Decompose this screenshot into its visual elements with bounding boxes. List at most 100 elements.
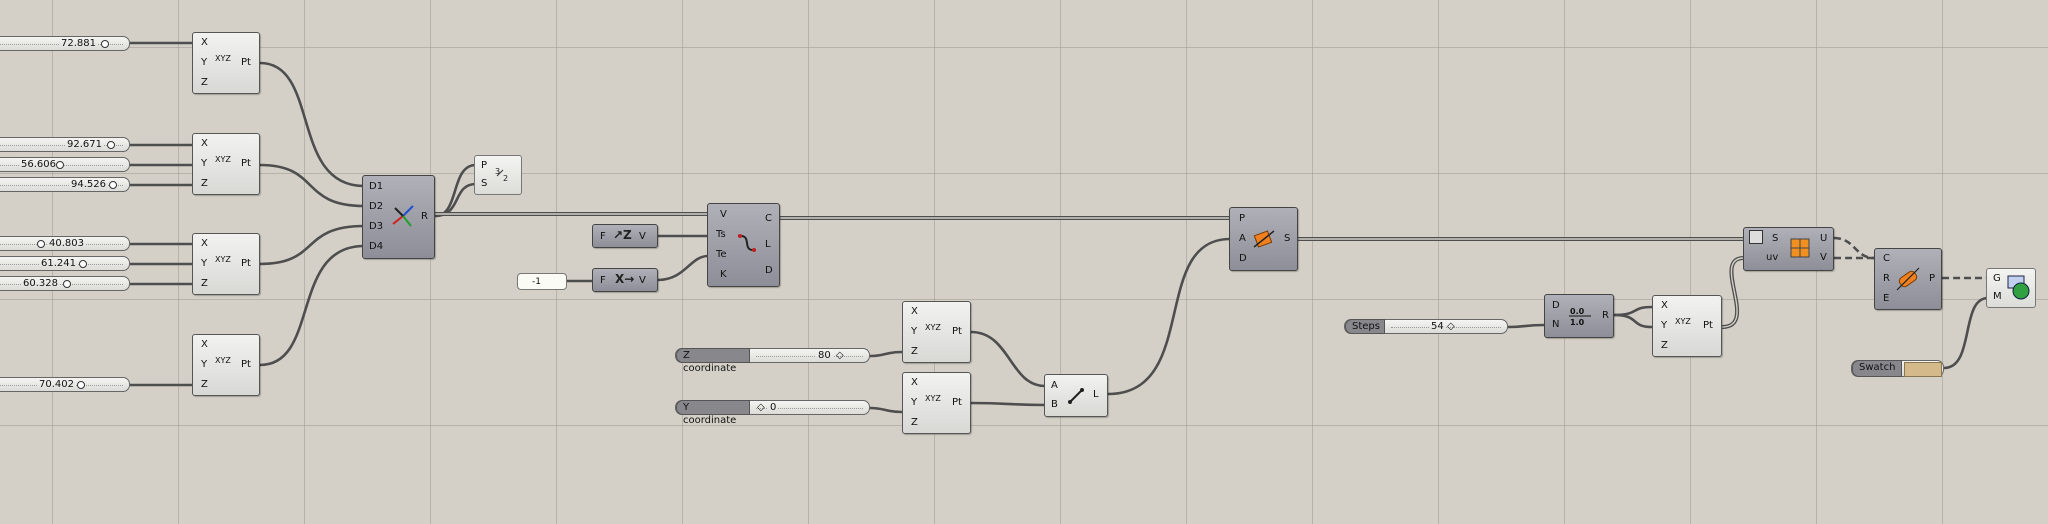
line-component[interactable]: A B L [1044,374,1108,417]
output-pt[interactable]: Pt [952,397,962,408]
output-r[interactable]: R [421,211,428,222]
construct-point-component[interactable]: X Y Z XYZ Pt [902,372,971,434]
input-y[interactable]: Y [201,158,208,169]
output-pt[interactable]: Pt [241,57,251,68]
output-pt[interactable]: Pt [241,359,251,370]
number-slider[interactable]: 56.606 [0,157,130,172]
output-pt[interactable]: Pt [241,258,251,269]
output-pt[interactable]: Pt [952,326,962,337]
slider-grip[interactable] [101,40,109,48]
input-p[interactable]: P [1239,213,1246,224]
extrude-component[interactable]: P A D S [1229,207,1298,271]
input-x[interactable]: X [201,37,208,48]
input-uv[interactable]: uv [1766,252,1779,263]
input-f[interactable]: F [600,275,606,286]
input-s[interactable]: S [1772,233,1779,244]
input-z[interactable]: Z [1661,340,1668,351]
swatch-color[interactable] [1904,362,1942,377]
output-pt[interactable]: Pt [241,158,251,169]
input-z[interactable]: Z [201,379,208,390]
input-x[interactable]: X [201,238,208,249]
slider-grip[interactable] [37,240,45,248]
input-x[interactable]: X [1661,300,1668,311]
input-m[interactable]: M [1993,291,2002,302]
frame-param-z[interactable]: F ↗Z V [592,224,658,248]
input-y[interactable]: Y [1661,320,1668,331]
slider-grip[interactable]: ◇ [757,402,765,413]
input-d2[interactable]: D2 [369,201,384,212]
input-y[interactable]: Y [911,326,918,337]
input-ts[interactable]: Ts [716,229,726,240]
input-x[interactable]: X [201,339,208,350]
construct-point-component[interactable]: X Y Z XYZ Pt [192,32,260,94]
steps-slider[interactable]: Steps 54 ◇ [1344,319,1508,334]
slider-grip[interactable]: ◇ [1447,321,1455,332]
input-z[interactable]: Z [201,178,208,189]
input-z[interactable]: Z [201,278,208,289]
output-v[interactable]: V [1820,252,1827,263]
output-d[interactable]: D [765,265,773,276]
interpolate-component[interactable]: D1 D2 D3 D4 R [362,175,435,259]
y-coordinate-slider[interactable]: Y coordinate ◇ 0 [675,400,870,426]
input-y[interactable]: Y [201,258,208,269]
construct-point-component[interactable]: X Y Z XYZ Pt [1652,295,1722,357]
input-d3[interactable]: D3 [369,221,384,232]
input-z[interactable]: Z [201,77,208,88]
number-slider[interactable]: 61.241 [0,256,130,271]
output-r[interactable]: R [1602,310,1609,321]
input-f[interactable]: F [600,231,606,242]
number-slider[interactable]: 40.803 [0,236,130,251]
input-b[interactable]: B [1051,399,1058,410]
input-y[interactable]: Y [201,359,208,370]
input-p[interactable]: P [481,160,488,171]
number-slider[interactable]: 72.881 [0,36,130,51]
input-d[interactable]: D [1239,253,1247,264]
point-list-param[interactable]: P S 3 2 [474,155,522,195]
number-slider[interactable]: 92.671 [0,137,130,152]
input-d[interactable]: D [1552,300,1560,311]
slider-grip[interactable]: ◇ [836,350,844,361]
number-slider[interactable]: 70.402 [0,377,130,392]
input-k[interactable]: K [720,269,727,280]
number-slider[interactable]: 94.526 [0,177,130,192]
divide-domain-component[interactable]: D N 0.0 1.0 R [1544,294,1614,338]
output-v[interactable]: V [639,275,646,286]
input-d1[interactable]: D1 [369,181,384,192]
frame-param-x[interactable]: F X→ V [592,268,658,292]
slider-grip[interactable] [107,141,115,149]
input-y[interactable]: Y [911,397,918,408]
output-pt[interactable]: Pt [1703,320,1713,331]
input-a[interactable]: A [1051,380,1058,391]
input-e[interactable]: E [1883,293,1890,304]
input-te[interactable]: Te [716,249,727,260]
number-slider[interactable]: 60.328 [0,276,130,291]
number-panel[interactable]: -1 [517,273,567,290]
input-x[interactable]: X [201,138,208,149]
input-g[interactable]: G [1993,273,2001,284]
input-v[interactable]: V [720,209,727,220]
output-v[interactable]: V [639,231,646,242]
input-c[interactable]: C [1883,253,1890,264]
input-a[interactable]: A [1239,233,1246,244]
input-x[interactable]: X [911,306,918,317]
slider-grip[interactable] [79,260,87,268]
slider-grip[interactable] [77,381,85,389]
construct-point-component[interactable]: X Y Z XYZ Pt [902,301,971,363]
input-y[interactable]: Y [201,57,208,68]
input-d4[interactable]: D4 [369,241,384,252]
construct-point-component[interactable]: X Y Z XYZ Pt [192,133,260,195]
input-x[interactable]: X [911,377,918,388]
output-l[interactable]: L [765,239,771,250]
evaluate-surface-component[interactable]: S uv U V [1743,227,1834,271]
curve-frames-component[interactable]: V Ts Te K C L D [707,203,780,287]
evaluate-curve-component[interactable]: C R E P [1874,248,1942,310]
construct-point-component[interactable]: X Y Z XYZ Pt [192,233,260,295]
output-u[interactable]: U [1820,233,1828,244]
slider-grip[interactable] [109,181,117,189]
input-s[interactable]: S [481,178,488,189]
input-r[interactable]: R [1883,273,1890,284]
output-s[interactable]: S [1284,233,1291,244]
input-z[interactable]: Z [911,417,918,428]
input-z[interactable]: Z [911,346,918,357]
